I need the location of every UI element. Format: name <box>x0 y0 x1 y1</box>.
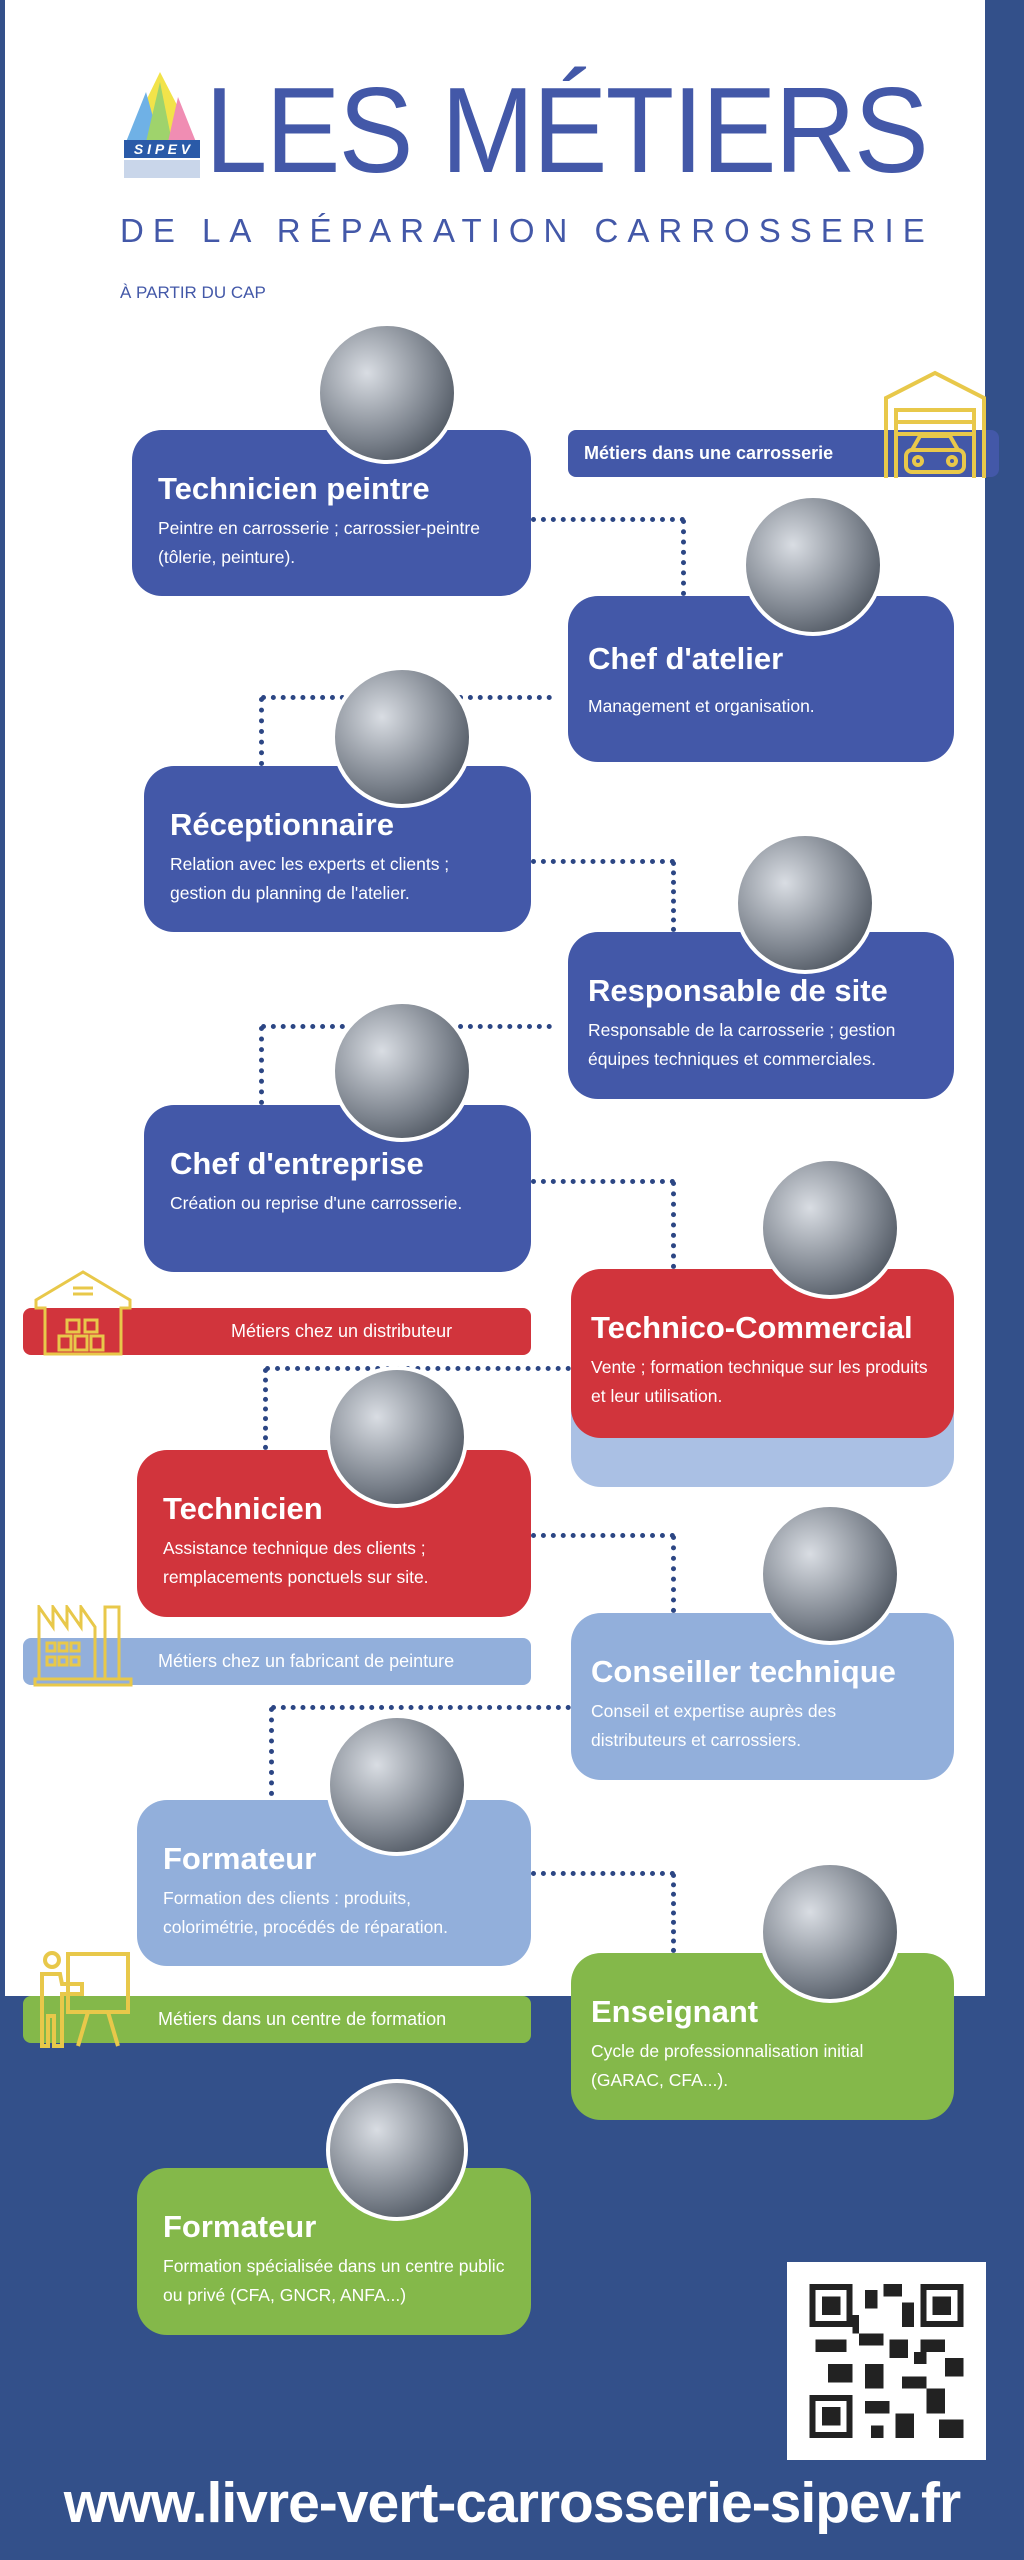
connector <box>531 1871 675 1876</box>
photo-advisors <box>759 1503 901 1645</box>
category-label: Métiers dans un centre de formation <box>158 2009 447 2029</box>
job-card-technico-commercial: Technico-Commercial Vente ; formation te… <box>571 1269 954 1438</box>
garage-car-icon <box>882 370 988 485</box>
job-title: Technicien <box>163 1491 323 1526</box>
job-description: Vente ; formation technique sur les prod… <box>591 1357 928 1406</box>
photo-classroom <box>759 1861 901 2003</box>
job-description: Cycle de professionnalisation initial (G… <box>591 2041 864 2090</box>
sipev-logo: S I P E V <box>120 72 202 178</box>
category-label: Métiers dans une carrosserie <box>584 443 834 463</box>
page-title: LES MÉTIERS <box>205 62 929 198</box>
job-title: Chef d'entreprise <box>170 1146 424 1181</box>
job-description: Conseil et expertise auprès des distribu… <box>591 1701 837 1750</box>
page-subtitle: DE LA RÉPARATION CARROSSERIE <box>120 212 934 249</box>
svg-text:S I P E V: S I P E V <box>134 141 192 157</box>
job-title: Conseiller technique <box>591 1654 896 1689</box>
connector <box>531 1533 675 1538</box>
job-title: Enseignant <box>591 1994 759 2029</box>
photo-site-manager <box>734 832 876 974</box>
job-title: Chef d'atelier <box>588 641 784 676</box>
connector <box>671 861 676 932</box>
job-description: Assistance technique des clients ; rempl… <box>163 1538 429 1587</box>
job-title: Formateur <box>163 2209 317 2244</box>
connector <box>263 1368 268 1450</box>
job-card-formateur-fabricant: Formateur Formation des clients : produi… <box>137 1800 531 1966</box>
qr-code[interactable] <box>787 2262 986 2460</box>
factory-icon <box>33 1602 133 1692</box>
photo-sales <box>759 1157 901 1299</box>
category-formation: Métiers dans un centre de formation <box>23 1996 531 2043</box>
connector <box>671 1535 676 1613</box>
job-description: Relation avec les experts et clients ; g… <box>170 854 450 903</box>
job-card-chef-entreprise: Chef d'entreprise Création ou reprise d'… <box>144 1105 531 1272</box>
category-label: Métiers chez un fabricant de peinture <box>158 1651 455 1671</box>
connector <box>269 1707 274 1796</box>
job-description: Peintre en carrosserie ; carrossier-pein… <box>158 518 480 567</box>
job-card-responsable-site: Responsable de site Responsable de la ca… <box>568 932 954 1099</box>
job-card-conseiller-technique: Conseiller technique Conseil et expertis… <box>571 1613 954 1780</box>
job-title: Technicien peintre <box>158 471 430 506</box>
category-distributeur: Métiers chez un distributeur <box>23 1308 531 1355</box>
connector <box>531 517 685 522</box>
connector <box>271 1705 571 1710</box>
photo-trainer <box>326 1714 468 1856</box>
job-description: Formation des clients : produits, colori… <box>163 1888 449 1937</box>
connector <box>671 1873 676 1953</box>
photo-training-center <box>326 2079 468 2221</box>
photo-reception <box>331 666 473 808</box>
job-title: Formateur <box>163 1841 317 1876</box>
job-card-technicien-peintre: Technicien peintre Peintre en carrosseri… <box>132 430 531 596</box>
photo-technician <box>326 1366 468 1508</box>
job-description: Management et organisation. <box>588 696 815 716</box>
connector <box>531 859 675 864</box>
connector <box>259 1026 264 1105</box>
job-description: Création ou reprise d'une carrosserie. <box>170 1193 463 1213</box>
warehouse-icon <box>33 1270 133 1361</box>
connector <box>671 1181 676 1269</box>
job-description: Formation spécialisée dans un centre pub… <box>163 2256 505 2305</box>
job-title: Réceptionnaire <box>170 807 394 842</box>
job-card-chef-atelier: Chef d'atelier Management et organisatio… <box>568 596 954 762</box>
category-label: Métiers chez un distributeur <box>231 1321 453 1341</box>
connector <box>681 519 686 596</box>
level-note: À PARTIR DU CAP <box>120 283 266 302</box>
job-card-formateur-centre: Formateur Formation spécialisée dans un … <box>137 2168 531 2335</box>
photo-workshop <box>742 494 884 636</box>
category-fabricant: Métiers chez un fabricant de peinture <box>23 1638 531 1685</box>
job-title: Responsable de site <box>588 973 888 1008</box>
job-card-technicien: Technicien Assistance technique des clie… <box>137 1450 531 1617</box>
job-card-receptionnaire: Réceptionnaire Relation avec les experts… <box>144 766 531 932</box>
photo-company-team <box>331 1000 473 1142</box>
job-card-enseignant: Enseignant Cycle de professionnalisation… <box>571 1953 954 2120</box>
job-title: Technico-Commercial <box>591 1310 913 1345</box>
job-description: Responsable de la carrosserie ; gestion … <box>588 1020 896 1069</box>
teacher-board-icon <box>38 1950 132 2055</box>
website-link[interactable]: www.livre-vert-carrosserie-sipev.fr <box>63 2471 961 2535</box>
connector <box>259 697 264 766</box>
connector <box>531 1179 675 1184</box>
photo-painter <box>316 322 458 464</box>
